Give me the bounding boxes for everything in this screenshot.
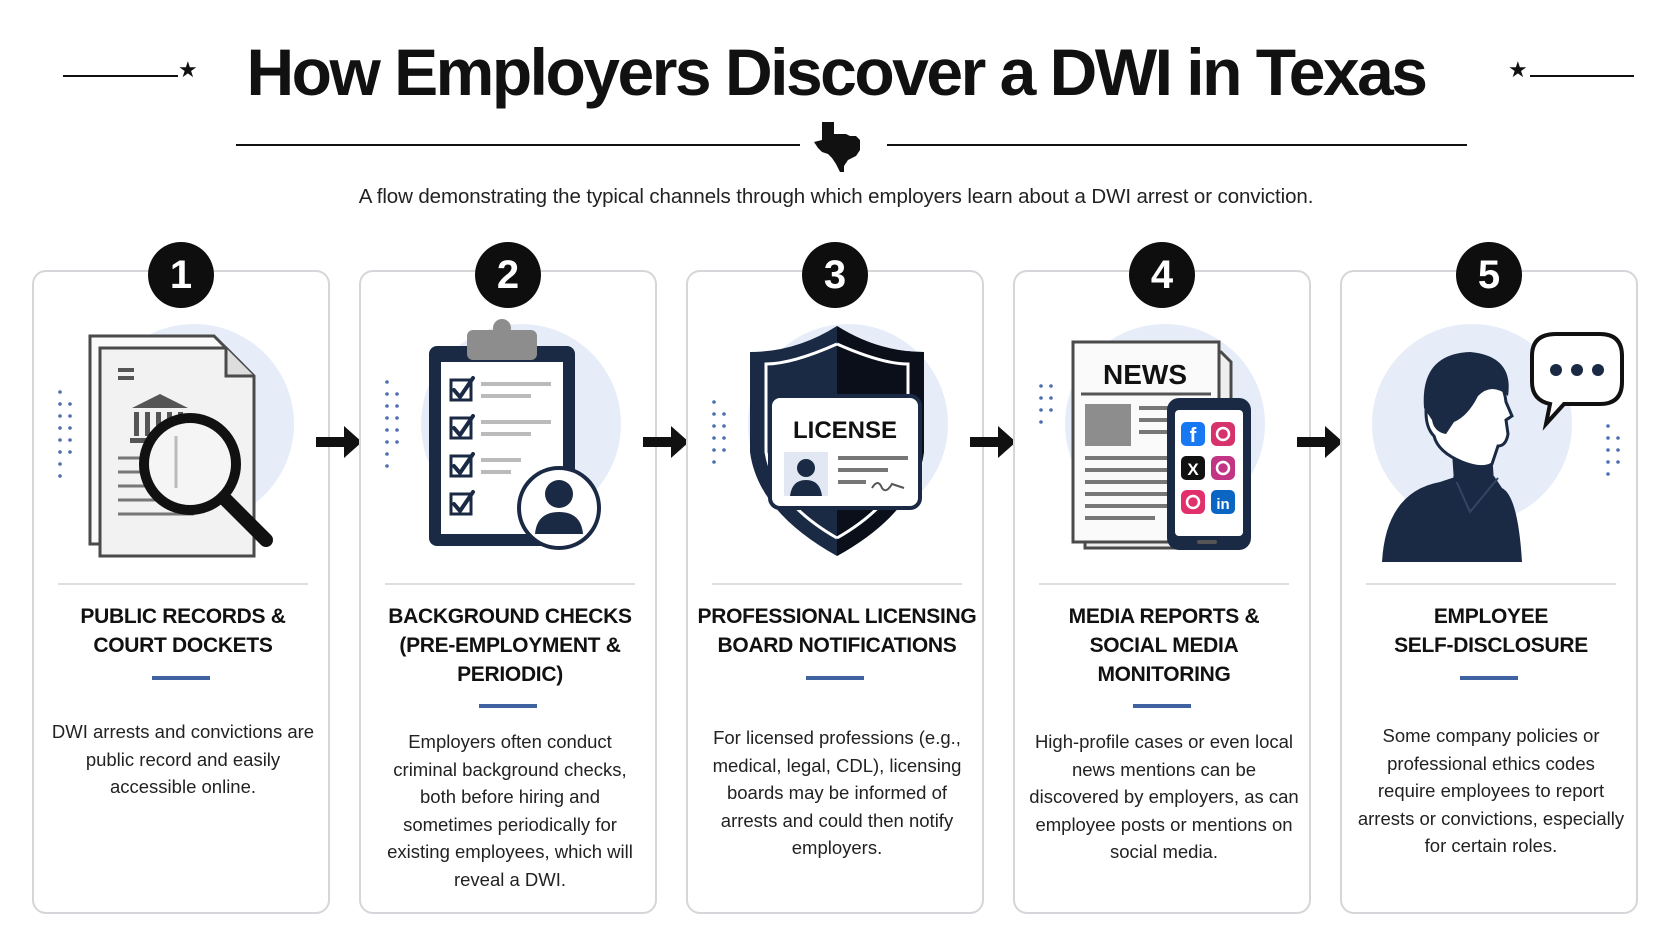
license-label: LICENSE — [793, 417, 897, 444]
star-icon: ★ — [1508, 57, 1528, 82]
step-heading: MEDIA REPORTS & SOCIAL MEDIA MONITORING — [1068, 605, 1260, 686]
title-rule-left — [63, 75, 178, 77]
shield-license-icon: LICENSE — [712, 324, 948, 556]
card-divider — [385, 583, 635, 585]
person-speech-bubble-icon — [1372, 324, 1624, 562]
newspaper-phone-icon: NEWS f X in — [1039, 324, 1265, 550]
step-description: DWI arrests and convictions are public r… — [51, 721, 315, 797]
card-divider — [712, 583, 962, 585]
x-icon — [1181, 456, 1205, 480]
divider-rule-left — [236, 144, 800, 146]
step-number-badge: 5 — [1456, 242, 1522, 308]
step-heading: BACKGROUND CHECKS (PRE-EMPLOYMENT & PERI… — [388, 605, 632, 686]
step-number-badge: 2 — [475, 242, 541, 308]
step-card-3: 3 LICENSE PROFESSIONAL LICENSING BOARD N… — [686, 242, 984, 914]
step-description: Employers often conduct criminal backgro… — [387, 731, 633, 890]
arrow-right-icon — [1297, 426, 1343, 458]
title-rule-right — [1530, 75, 1634, 77]
clipboard-checklist-icon — [385, 319, 621, 550]
magnifier-document-icon — [58, 324, 294, 558]
card-divider — [1039, 583, 1289, 585]
instagram-icon — [1181, 490, 1205, 514]
step-card-5: 5 EMPLOYEE SELF-DISCLOSURE Some company … — [1340, 242, 1638, 914]
card-divider — [58, 583, 308, 585]
svg-text:X: X — [1187, 460, 1199, 479]
arrow-right-icon — [643, 426, 689, 458]
step-description: For licensed professions (e.g., medical,… — [712, 727, 962, 858]
instagram-icon — [1211, 422, 1235, 446]
step-description: High-profile cases or even local news me… — [1029, 731, 1299, 862]
linkedin-icon — [1211, 490, 1235, 514]
subtitle: A flow demonstrating the typical channel… — [358, 185, 1314, 208]
step-number-badge: 3 — [802, 242, 868, 308]
title-row: ★ How Employers Discover a DWI in Texas … — [0, 28, 1672, 128]
accent-bar — [806, 676, 864, 680]
arrow-right-icon — [970, 426, 1016, 458]
step-description: Some company policies or professional et… — [1357, 725, 1625, 856]
news-label: NEWS — [1103, 359, 1187, 390]
instagram-icon — [1211, 456, 1235, 480]
step-heading: PUBLIC RECORDS & COURT DOCKETS — [80, 605, 286, 657]
accent-bar — [1133, 704, 1191, 708]
accent-bar — [152, 676, 210, 680]
page-title: How Employers Discover a DWI in Texas — [246, 35, 1428, 109]
arrow-right-icon — [316, 426, 362, 458]
svg-text:in: in — [1216, 496, 1229, 513]
step-card-2: 2 BACKGROUND CHECKS (PRE-EMPLOYMENT & PE… — [359, 242, 657, 914]
step-heading: EMPLOYEE SELF-DISCLOSURE — [1394, 605, 1588, 657]
step-heading: PROFESSIONAL LICENSING BOARD NOTIFICATIO… — [697, 605, 977, 657]
texas-map-icon — [814, 122, 860, 172]
step-card-4: 4 NEWS f X in MEDIA REPORTS & SOCIAL MED — [1013, 242, 1311, 914]
divider-rule-right — [887, 144, 1467, 146]
step-card-1: 1 PUBLIC RECORDS & COURT DOCKETS DWI arr… — [32, 242, 330, 914]
card-divider — [1366, 583, 1616, 585]
step-number-badge: 4 — [1129, 242, 1195, 308]
star-icon: ★ — [178, 57, 198, 82]
accent-bar — [479, 704, 537, 708]
accent-bar — [1460, 676, 1518, 680]
facebook-icon — [1181, 422, 1205, 446]
svg-text:f: f — [1190, 425, 1197, 447]
step-number-badge: 1 — [148, 242, 214, 308]
